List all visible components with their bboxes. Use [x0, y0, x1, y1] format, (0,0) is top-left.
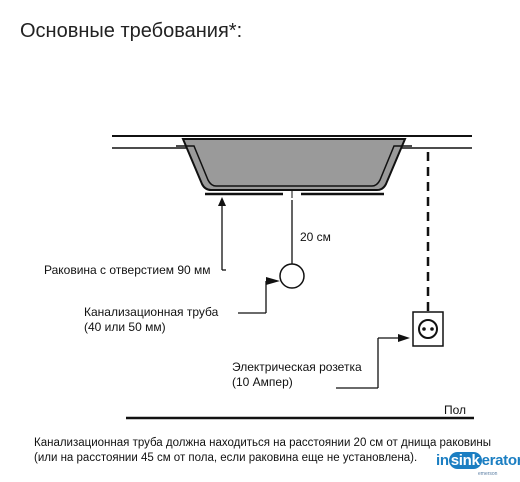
sink-outer-shell	[176, 145, 412, 187]
drain-pipe-icon	[279, 263, 305, 289]
drain-label-line1: Канализационная труба	[84, 305, 219, 319]
socket-label-line1: Электрическая розетка	[232, 360, 362, 374]
footnote-line1: Канализационная труба должна находиться …	[34, 437, 492, 449]
arrow-icon	[218, 197, 226, 206]
arrow-icon	[398, 334, 410, 342]
footnote-line2: (или на расстоянии 45 см от пола, если р…	[34, 452, 418, 464]
drain-label-line2: (40 или 50 мм)	[84, 320, 166, 334]
sink-basin	[181, 138, 407, 191]
arrow-icon	[266, 277, 280, 285]
socket-face	[418, 319, 438, 339]
sink-label: Раковина с отверстием 90 мм	[44, 263, 211, 277]
distance-label: 20 см	[300, 230, 331, 244]
socket-hole-right	[430, 327, 434, 331]
footnote: Канализационная труба должна находиться …	[34, 436, 491, 466]
logo-tagline: emerson	[478, 471, 498, 477]
floor-label: Пол	[444, 403, 467, 417]
page-title: Основные требования*:	[20, 20, 243, 42]
socket-label-line2: (10 Ампер)	[232, 375, 293, 389]
socket-hole-left	[422, 327, 426, 331]
